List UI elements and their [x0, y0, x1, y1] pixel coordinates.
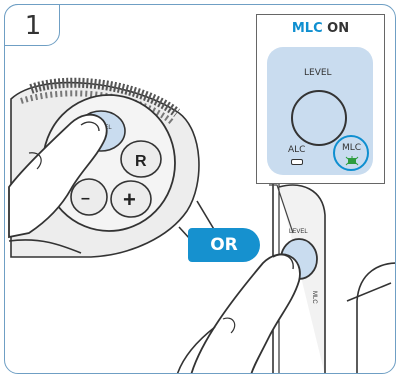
finger-on-device [191, 254, 300, 374]
callout-alc-label: ALC [288, 145, 305, 155]
step-number: 1 [5, 11, 61, 41]
callout-title-mlc: MLC [292, 21, 323, 36]
step-number-badge: 1 [4, 4, 60, 46]
remote-plus-label: + [123, 187, 136, 212]
alc-indicator [291, 159, 303, 165]
or-badge: OR [188, 228, 260, 262]
device-back-curve [357, 263, 396, 374]
callout-level-button[interactable] [291, 90, 347, 146]
remote-r-label: R [135, 153, 147, 170]
device-mlc-label: MLC [311, 291, 317, 304]
callout-title-on: ON [323, 21, 349, 36]
device-button-panel: LEVEL ALC MLC [267, 47, 373, 175]
callout-level-label: LEVEL [304, 68, 332, 78]
callout-mlc-label: MLC [342, 143, 361, 153]
mlc-indicator-icon [345, 156, 359, 166]
device-back-edge [347, 283, 391, 301]
or-label: OR [188, 235, 260, 255]
remote-minus-label: – [81, 190, 90, 207]
callout-box: MLC ON LEVEL ALC MLC [256, 14, 385, 184]
callout-title: MLC ON [257, 21, 384, 36]
remote-strap-2 [197, 201, 215, 231]
